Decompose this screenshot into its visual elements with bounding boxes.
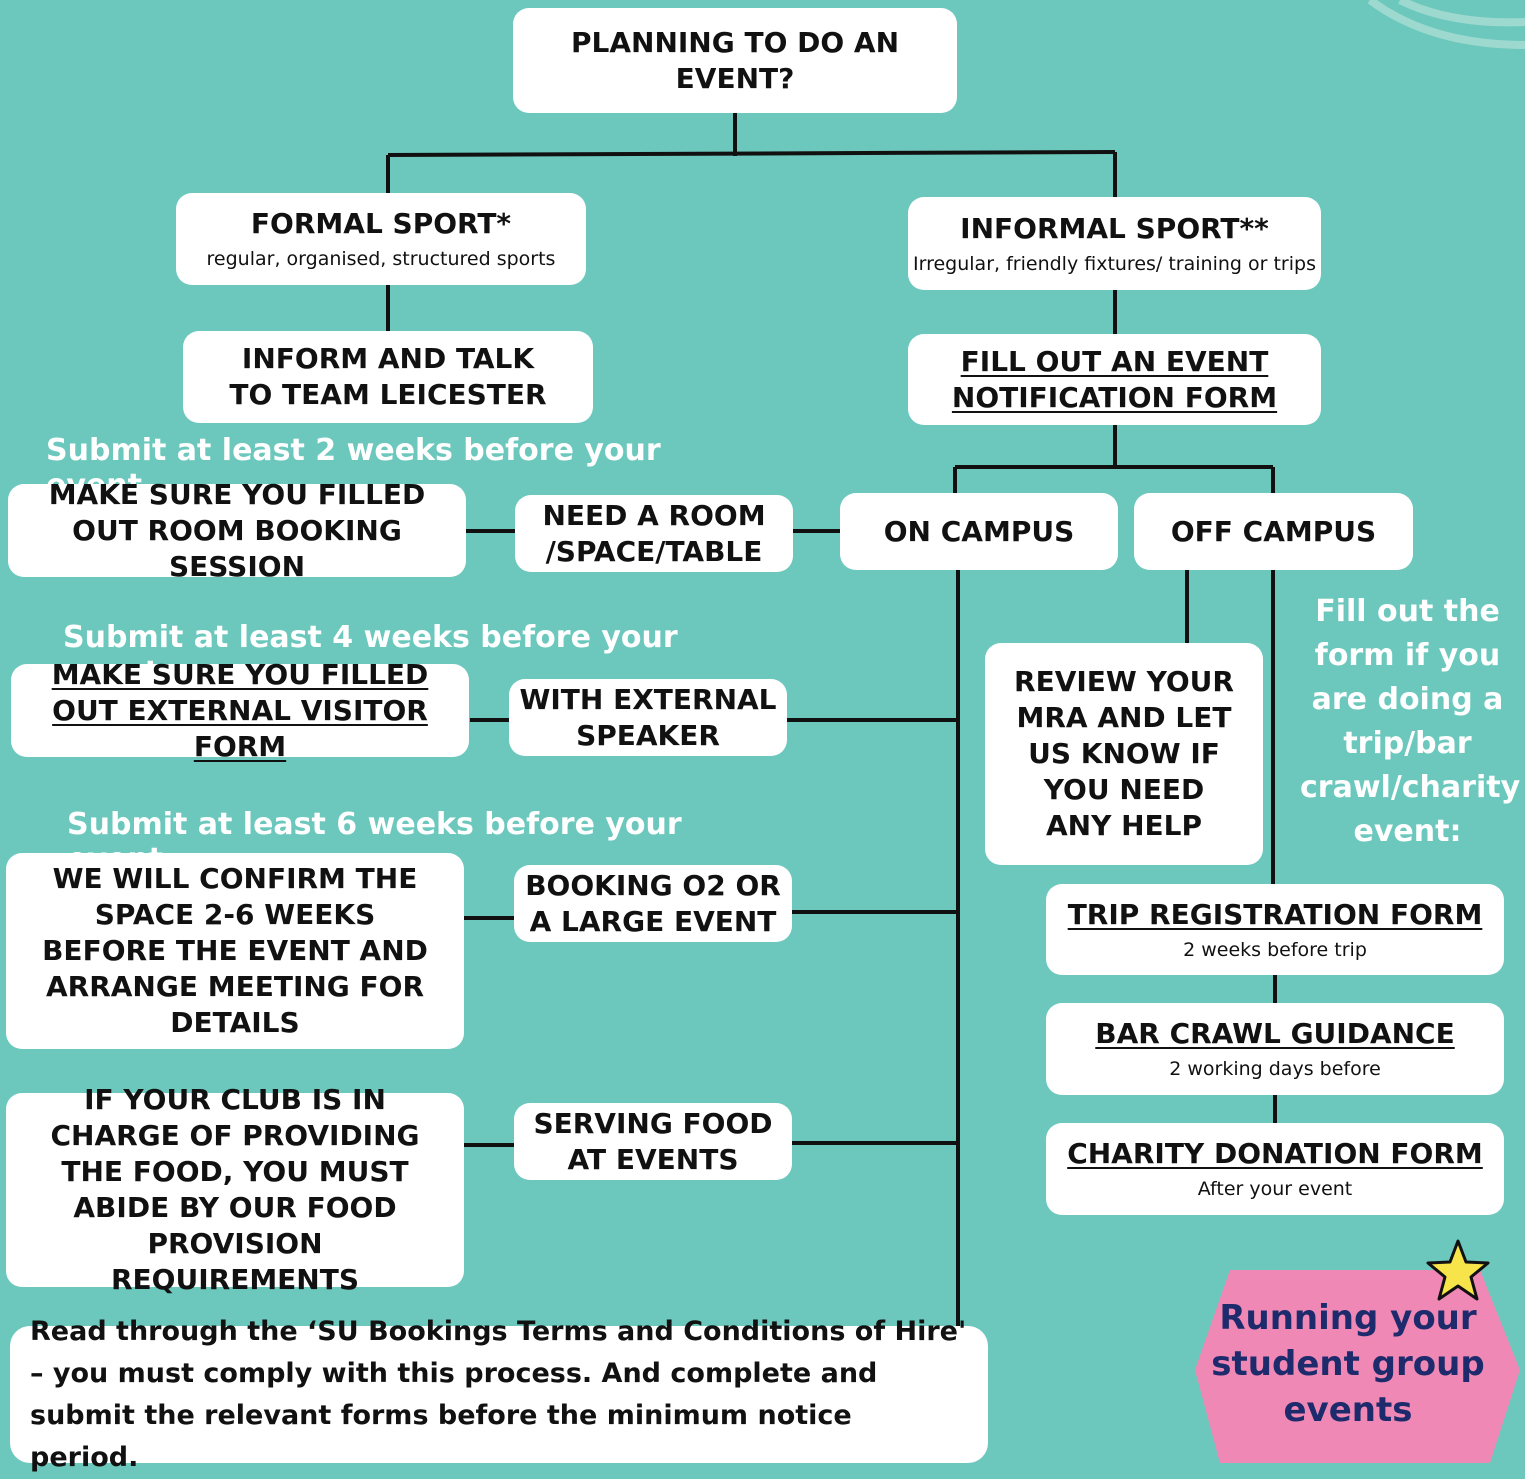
decorative-arc <box>1367 0 1525 49</box>
room-action-text: MAKE SURE YOU FILLED OUT ROOM BOOKING SE… <box>48 477 426 583</box>
star-icon <box>1426 1239 1490 1301</box>
trip-form-box[interactable]: TRIP REGISTRATION FORM 2 weeks before tr… <box>1046 884 1504 975</box>
room-need-box: NEED A ROOM /SPACE/TABLE <box>515 495 793 572</box>
food-action-box: IF YOUR CLUB IS IN CHARGE OF PROVIDING T… <box>6 1083 464 1296</box>
notification-form-box[interactable]: FILL OUT AN EVENT NOTIFICATION FORM <box>908 334 1321 425</box>
planning-event-box: PLANNING TO DO AN EVENT? <box>513 8 957 113</box>
formal-sport-title: FORMAL SPORT* <box>250 207 512 240</box>
charity-donation-desc: After your event <box>1197 1178 1353 1200</box>
trip-registration-link[interactable]: TRIP REGISTRATION FORM <box>1067 897 1483 931</box>
off-campus-title: OFF CAMPUS <box>1170 514 1377 548</box>
o2-need-box: BOOKING O2 OR A LARGE EVENT <box>514 865 792 942</box>
informal-sport-desc: Irregular, friendly fixtures/ training o… <box>913 252 1316 275</box>
formal-sport-desc: regular, organised, structured sports <box>206 248 556 270</box>
speaker-need-text: WITH EXTERNAL SPEAKER <box>519 682 777 752</box>
team-leicester-title: INFORM AND TALK TO TEAM LEICESTER <box>229 342 547 411</box>
trip-registration-desc: 2 weeks before trip <box>1183 938 1367 961</box>
off-campus-box: OFF CAMPUS <box>1134 493 1413 570</box>
informal-sport-title: INFORMAL SPORT** <box>960 211 1269 245</box>
on-campus-title: ON CAMPUS <box>883 514 1075 548</box>
o2-action-box: WE WILL CONFIRM THE SPACE 2-6 WEEKS BEFO… <box>6 853 464 1049</box>
room-need-text: NEED A ROOM /SPACE/TABLE <box>542 498 766 568</box>
speaker-need-box: WITH EXTERNAL SPEAKER <box>509 679 787 756</box>
food-action-text: IF YOUR CLUB IS IN CHARGE OF PROVIDING T… <box>50 1083 420 1296</box>
o2-need-text: BOOKING O2 OR A LARGE EVENT <box>525 868 781 938</box>
formal-sport-box: FORMAL SPORT* regular, organised, struct… <box>176 193 586 285</box>
bar-crawl-link[interactable]: BAR CRAWL GUIDANCE <box>1095 1017 1455 1050</box>
terms-box: Read through the ‘SU Bookings Terms and … <box>10 1316 988 1473</box>
notification-form-link[interactable]: FILL OUT AN EVENT NOTIFICATION FORM <box>951 344 1278 414</box>
team-leicester-box: INFORM AND TALK TO TEAM LEICESTER <box>183 331 593 423</box>
external-visitor-form-link[interactable]: MAKE SURE YOU FILLED OUT EXTERNAL VISITO… <box>51 657 429 763</box>
mra-box: REVIEW YOUR MRA AND LET US KNOW IF YOU N… <box>985 643 1263 865</box>
bar-crawl-desc: 2 working days before <box>1169 1058 1381 1080</box>
charity-donation-link[interactable]: CHARITY DONATION FORM <box>1067 1137 1483 1170</box>
o2-action-text: WE WILL CONFIRM THE SPACE 2-6 WEEKS BEFO… <box>42 862 428 1039</box>
bar-crawl-box[interactable]: BAR CRAWL GUIDANCE 2 working days before <box>1046 1003 1504 1095</box>
room-action-box: MAKE SURE YOU FILLED OUT ROOM BOOKING SE… <box>8 478 466 583</box>
food-need-text: SERVING FOOD AT EVENTS <box>533 1106 773 1176</box>
speaker-action-box[interactable]: MAKE SURE YOU FILLED OUT EXTERNAL VISITO… <box>11 658 469 763</box>
badge-text: Running your student group events <box>1211 1298 1485 1430</box>
mra-text: REVIEW YOUR MRA AND LET US KNOW IF YOU N… <box>1014 665 1234 842</box>
on-campus-box: ON CAMPUS <box>840 493 1118 570</box>
charity-form-box[interactable]: CHARITY DONATION FORM After your event <box>1046 1123 1504 1215</box>
badge-hexagon <box>1195 1270 1520 1463</box>
terms-text: Read through the ‘SU Bookings Terms and … <box>30 1315 967 1473</box>
food-need-box: SERVING FOOD AT EVENTS <box>514 1103 792 1180</box>
planning-event-title: PLANNING TO DO AN EVENT? <box>570 25 900 95</box>
off-campus-note: Fill out the form if you are doing a tri… <box>1300 594 1521 849</box>
informal-sport-box: INFORMAL SPORT** Irregular, friendly fix… <box>908 197 1321 290</box>
